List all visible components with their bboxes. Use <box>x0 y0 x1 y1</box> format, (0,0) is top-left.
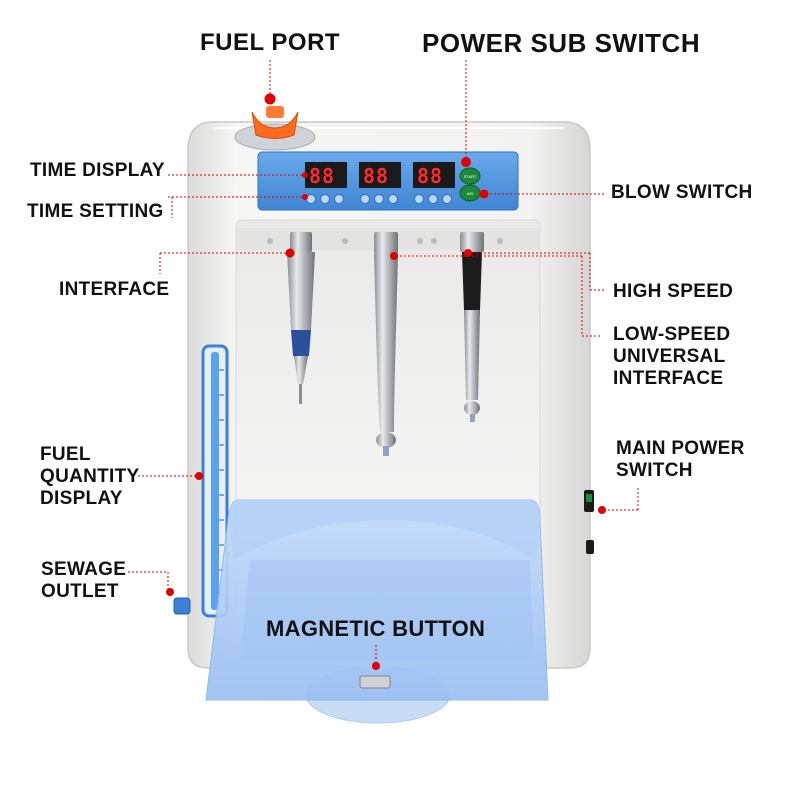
timer-display-2: 88 <box>363 164 390 188</box>
label-sewage-line1: SEWAGE <box>41 559 127 580</box>
label-time-display: TIME DISPLAY <box>30 160 165 181</box>
low-speed-handpiece <box>287 232 315 404</box>
label-power-sub-switch: POWER SUB SWITCH <box>422 28 701 58</box>
timer-display-3: 88 <box>417 164 444 188</box>
start-button-label: START <box>464 174 477 179</box>
label-blow-switch: BLOW SWITCH <box>611 182 753 203</box>
label-sewage-outlet: SEWAGE OUTLET <box>41 559 126 603</box>
label-fuel-port: FUEL PORT <box>200 29 341 56</box>
label-fuel-qty-line1: FUEL <box>40 444 91 465</box>
label-main-power-line2: SWITCH <box>616 460 693 481</box>
leader-lines <box>128 60 639 664</box>
label-interface: INTERFACE <box>59 279 170 300</box>
label-main-power-line1: MAIN POWER <box>616 438 745 459</box>
high-speed-handpiece <box>374 232 398 456</box>
label-low-speed-line3: INTERFACE <box>613 368 724 389</box>
label-main-power-switch: MAIN POWER SWITCH <box>616 438 745 482</box>
start-button <box>459 167 481 185</box>
label-fuel-qty-line3: DISPLAY <box>40 488 123 509</box>
label-low-speed-universal-interface: LOW-SPEED UNIVERSAL INTERFACE <box>613 324 730 390</box>
label-sewage-line2: OUTLET <box>41 581 119 602</box>
timer-display-1: 88 <box>309 164 336 188</box>
label-low-speed-line2: UNIVERSAL <box>613 346 726 367</box>
label-time-setting: TIME SETTING <box>27 201 164 222</box>
label-fuel-qty-line2: QUANTITY <box>40 466 140 487</box>
label-magnetic-button: MAGNETIC BUTTON <box>266 616 486 641</box>
sewage-outlet-fitting <box>173 597 191 615</box>
fuel-gauge-tube <box>211 352 219 610</box>
label-high-speed: HIGH SPEED <box>613 281 734 302</box>
callout-markers <box>166 93 606 670</box>
universal-handpiece <box>460 232 484 422</box>
label-fuel-quantity-display: FUEL QUANTITY DISPLAY <box>40 444 140 510</box>
air-button-label: AIR <box>467 191 474 196</box>
label-low-speed-line1: LOW-SPEED <box>613 324 731 345</box>
fuel-port-cap <box>251 111 299 139</box>
magnetic-button-latch <box>359 675 391 689</box>
